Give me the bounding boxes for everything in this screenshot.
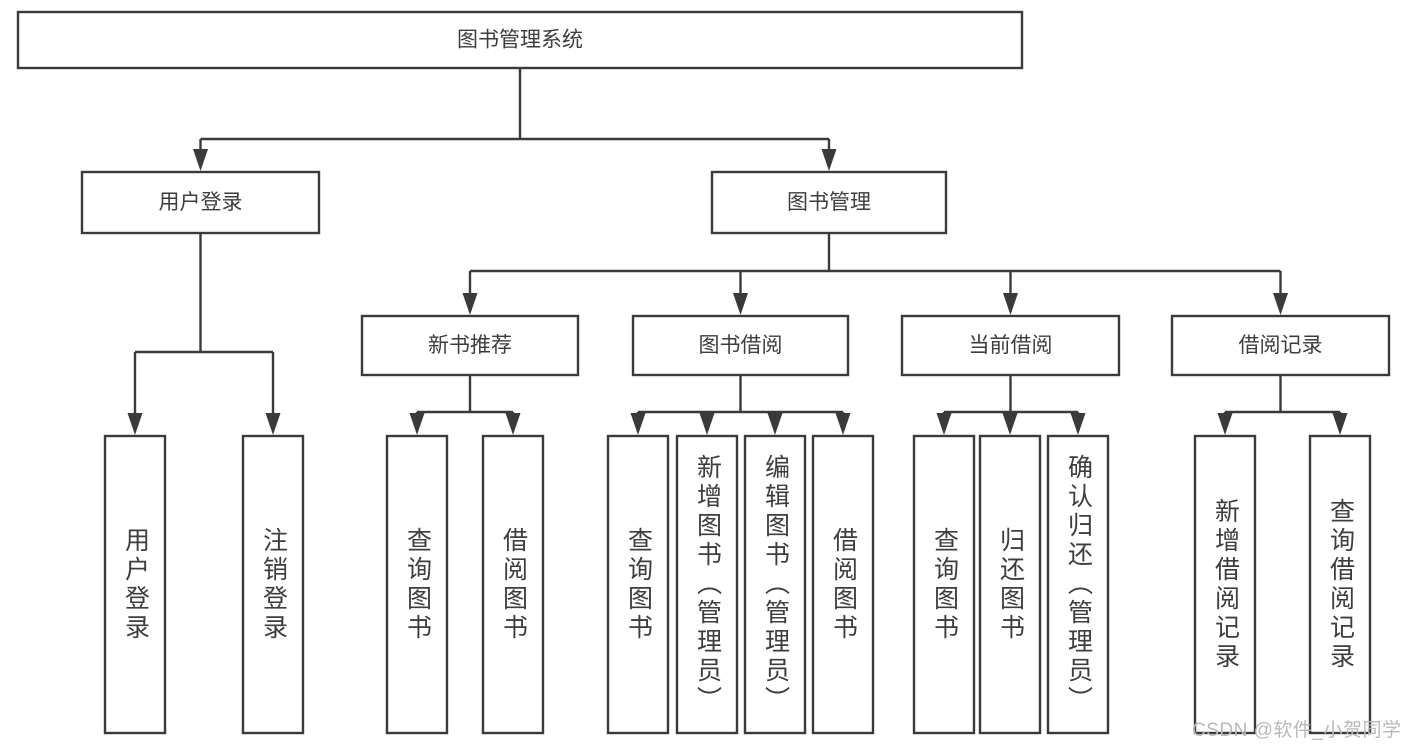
arrow-down-icon-leaf-10 bbox=[1070, 413, 1086, 435]
level2-label-0: 用户登录 bbox=[159, 191, 243, 214]
leaf-box-4 bbox=[606, 434, 670, 735]
arrow-down-icon-l2-1 bbox=[821, 149, 837, 171]
level3-label-1: 图书借阅 bbox=[699, 334, 783, 357]
level3-label-3: 借阅记录 bbox=[1239, 334, 1323, 357]
leaf-box-8 bbox=[912, 434, 976, 735]
leaf-box-12 bbox=[1308, 434, 1372, 735]
leaf-box-3 bbox=[481, 434, 545, 735]
arrow-down-icon-leaf-2 bbox=[409, 413, 425, 435]
leaf-box-2 bbox=[385, 434, 449, 735]
leaf-box-7 bbox=[811, 434, 875, 735]
arrow-down-icon-leaf-7 bbox=[835, 413, 851, 435]
level3-box-3 bbox=[1170, 314, 1391, 377]
arrow-down-icon-leaf-8 bbox=[936, 413, 952, 435]
level2-box-0 bbox=[80, 170, 321, 235]
leaf-box-0 bbox=[103, 434, 167, 735]
arrow-down-icon-l3-0 bbox=[462, 293, 478, 315]
arrow-down-icon-leaf-1 bbox=[265, 413, 281, 435]
arrow-down-icon-leaf-3 bbox=[505, 413, 521, 435]
leaf-box-6 bbox=[743, 434, 807, 735]
connectors-layer bbox=[127, 68, 1348, 435]
root-label-system: 图书管理系统 bbox=[457, 29, 583, 52]
csdn-watermark: CSDN @软件_小贺同学 bbox=[1192, 720, 1402, 741]
leaf-box-9 bbox=[978, 434, 1042, 735]
node-boxes-layer bbox=[16, 10, 1391, 735]
root-box-system bbox=[16, 10, 1024, 70]
arrow-down-icon-l3-2 bbox=[1003, 293, 1018, 315]
level3-box-0 bbox=[360, 314, 580, 377]
leaf-box-10 bbox=[1046, 434, 1110, 735]
level3-box-2 bbox=[900, 314, 1121, 377]
level3-label-0: 新书推荐 bbox=[428, 334, 512, 357]
leaf-box-11 bbox=[1193, 434, 1257, 735]
arrow-down-icon-l2-0 bbox=[193, 149, 208, 171]
arrow-down-icon-leaf-5 bbox=[699, 413, 715, 435]
arrow-down-icon-l3-1 bbox=[733, 293, 748, 315]
level2-label-1: 图书管理 bbox=[787, 191, 871, 214]
arrow-down-icon-leaf-6 bbox=[767, 413, 783, 435]
arrow-down-icon-leaf-11 bbox=[1217, 413, 1233, 435]
level3-label-2: 当前借阅 bbox=[969, 334, 1053, 357]
arrow-down-icon-leaf-4 bbox=[630, 413, 646, 435]
leaf-box-5 bbox=[675, 434, 739, 735]
level3-box-1 bbox=[631, 314, 850, 377]
leaf-box-1 bbox=[241, 434, 305, 735]
arrow-down-icon-leaf-0 bbox=[127, 413, 143, 435]
arrow-down-icon-leaf-9 bbox=[1002, 413, 1018, 435]
arrow-down-icon-l3-3 bbox=[1273, 293, 1288, 315]
arrow-down-icon-leaf-12 bbox=[1332, 413, 1348, 435]
level2-box-1 bbox=[710, 170, 948, 235]
